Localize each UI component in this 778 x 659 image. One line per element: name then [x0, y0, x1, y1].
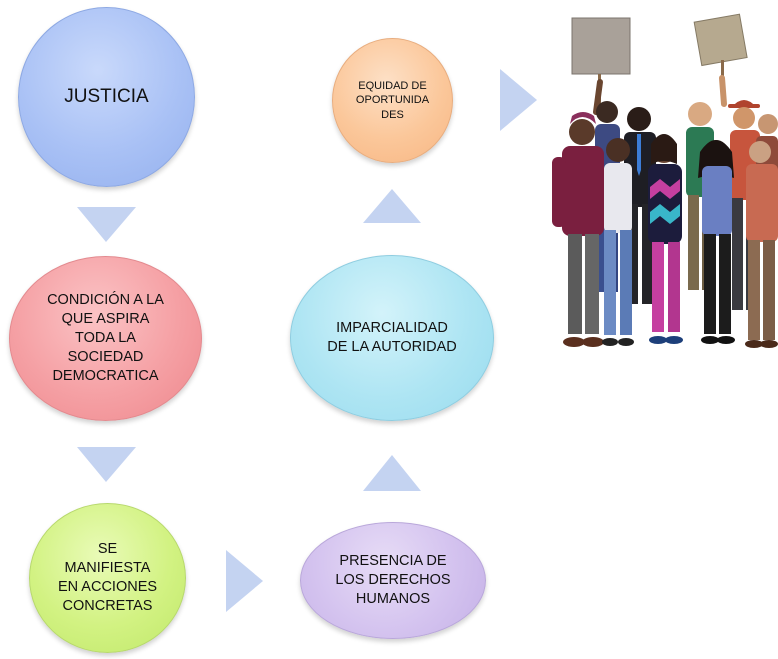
node-condicion: CONDICIÓN A LA QUE ASPIRA TODA LA SOCIED… — [9, 256, 202, 421]
arrow-down-2 — [77, 447, 136, 482]
person-front-1 — [552, 112, 604, 347]
person-front-5 — [745, 141, 778, 348]
node-imparcialidad: IMPARCIALIDAD DE LA AUTORIDAD — [290, 255, 494, 421]
arrow-right-2 — [500, 69, 537, 131]
arrow-up-2 — [363, 189, 421, 223]
node-presencia: PRESENCIA DE LOS DERECHOS HUMANOS — [300, 522, 486, 639]
protest-sign-left — [571, 17, 631, 114]
node-justicia: JUSTICIA — [18, 7, 195, 187]
node-manifiesta: SE MANIFIESTA EN ACCIONES CONCRETAS — [29, 503, 186, 653]
crowd-illustration — [552, 13, 778, 348]
person-front-4 — [698, 140, 735, 344]
person-front-2 — [602, 138, 634, 346]
person-front-3 — [648, 134, 683, 344]
arrow-up-1 — [363, 455, 421, 491]
node-equidad: EQUIDAD DE OPORTUNIDA DES — [332, 38, 453, 163]
arrow-down-1 — [77, 207, 136, 242]
arrow-right-1 — [226, 550, 263, 612]
